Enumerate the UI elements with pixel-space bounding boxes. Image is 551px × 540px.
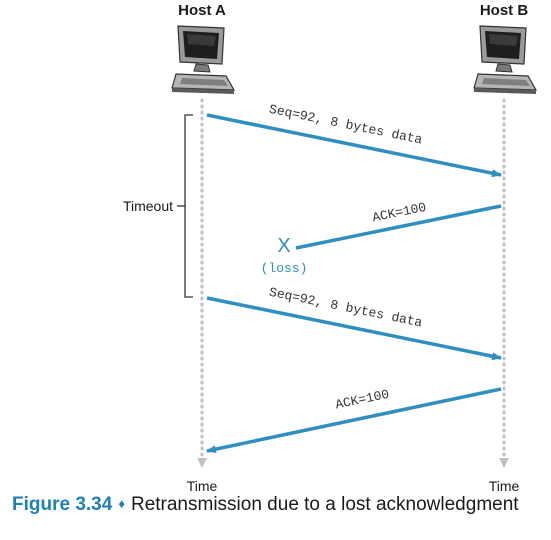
loss-mark: X [277,235,290,257]
desktop-computer-icon [171,25,236,94]
host-b-label: Host B [480,2,529,19]
caption-text: Retransmission due to a lost acknowledgm… [130,494,519,515]
message-label-seq-1: Seq=92, 8 bytes data [268,102,424,148]
caption-separator: ♦ [118,496,125,511]
host-a-time-label: Time [187,478,218,494]
message-label-ack-2: ACK=100 [334,387,391,413]
message-arrow-ack-lost [295,204,502,250]
desktop-computer-icon [473,25,538,94]
message-label-seq-2: Seq=92, 8 bytes data [268,285,424,331]
timeout-bracket [184,114,193,298]
host-b-time-label: Time [489,478,520,494]
loss-label: (loss) [261,261,308,276]
host-b-time-arrow [499,458,509,468]
message-arrow-seq-2 [206,296,502,361]
host-a-label: Host A [178,2,226,19]
message-arrow-seq-1 [206,113,502,178]
message-arrow-ack-2 [206,387,502,454]
figure-caption: Figure 3.34 ♦ Retransmission due to a lost… [12,494,551,516]
timeout-label: Timeout [123,198,173,214]
figure-number: Figure 3.34 [12,494,113,515]
host-a-time-arrow [197,458,207,468]
